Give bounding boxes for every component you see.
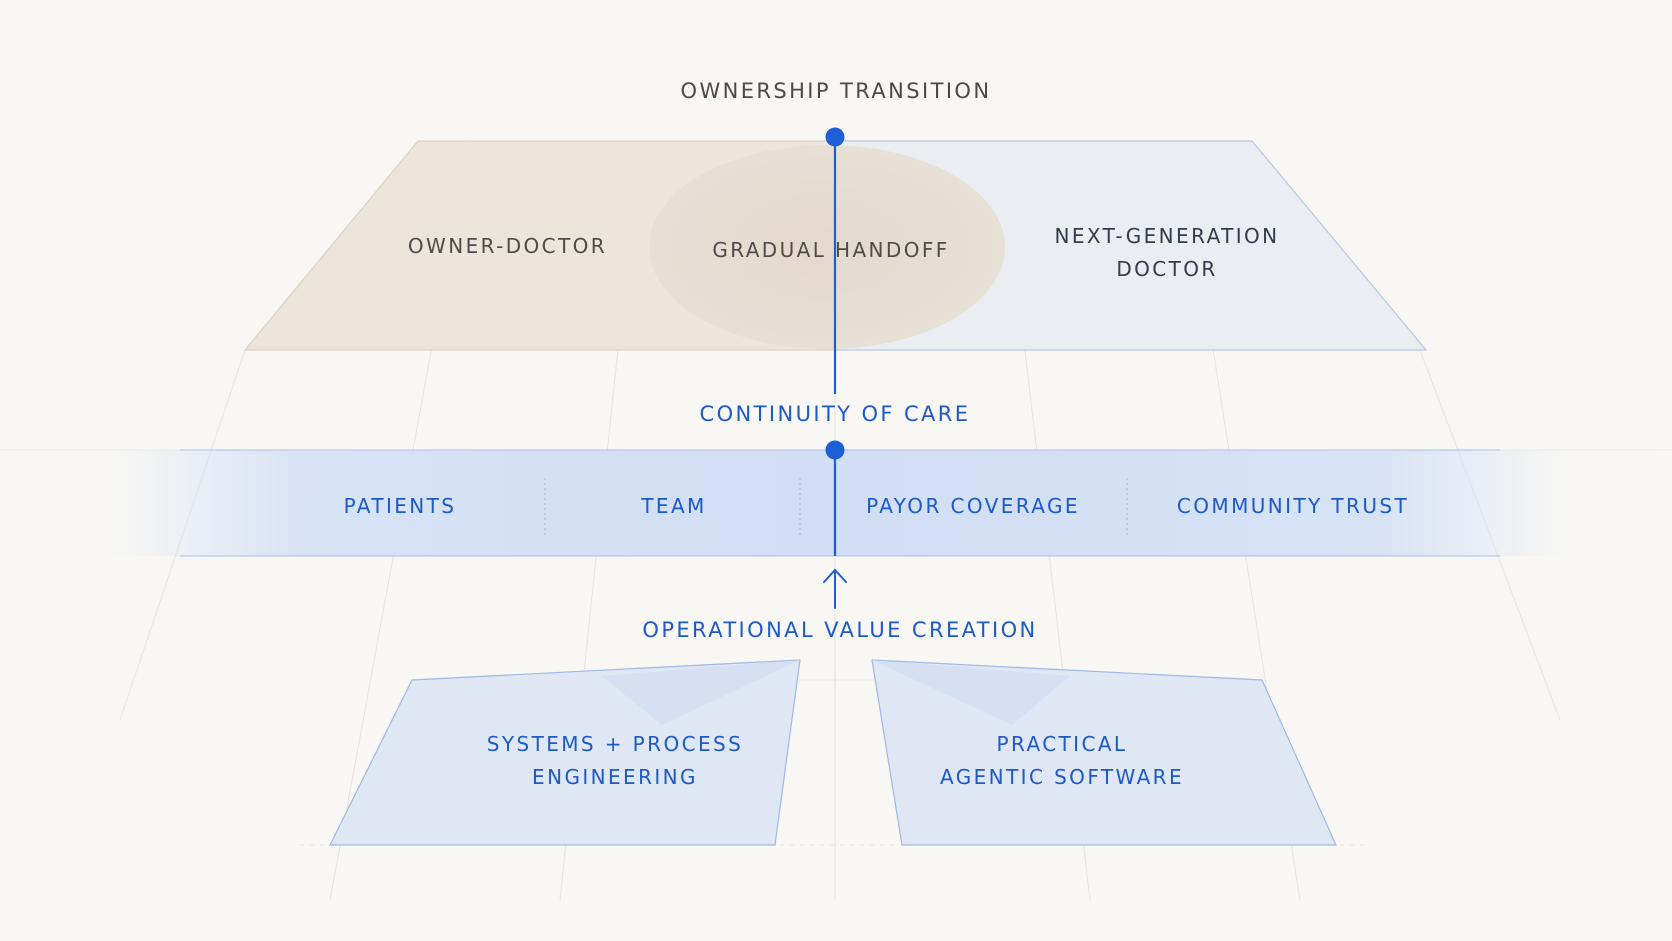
engineering-text: ENGINEERING <box>532 765 698 789</box>
systems-process-text: SYSTEMS + PROCESS <box>486 732 744 756</box>
owner-doctor-text: OWNER-DOCTOR <box>407 234 608 258</box>
ownership-plane <box>243 140 1428 351</box>
next-generation-text: NEXT-GENERATION <box>1054 224 1280 248</box>
ownership-transition-title: OWNERSHIP TRANSITION <box>636 75 1036 108</box>
operational-planes <box>329 659 1337 846</box>
continuity-band <box>110 449 1570 557</box>
systems-process-engineering-label: SYSTEMS + PROCESS ENGINEERING <box>460 728 770 794</box>
next-generation-doctor-label: NEXT-GENERATION DOCTOR <box>1030 220 1304 286</box>
doctor-text: DOCTOR <box>1116 257 1218 281</box>
continuity-of-care-title: CONTINUITY OF CARE <box>660 398 1010 431</box>
patients-text: PATIENTS <box>343 494 457 518</box>
continuity-item-patients: PATIENTS <box>310 490 490 523</box>
operational-value-creation-title: OPERATIONAL VALUE CREATION <box>615 614 1065 647</box>
gradual-handoff-ellipse <box>649 145 1005 349</box>
agentic-software-text: AGENTIC SOFTWARE <box>940 765 1184 789</box>
team-text: TEAM <box>641 494 707 518</box>
payor-coverage-text: PAYOR COVERAGE <box>866 494 1080 518</box>
central-connector <box>823 127 847 609</box>
continuity-node <box>825 440 845 460</box>
community-trust-text: COMMUNITY TRUST <box>1176 494 1410 518</box>
ownership-title-text: OWNERSHIP TRANSITION <box>680 79 992 103</box>
operational-title-text: OPERATIONAL VALUE CREATION <box>642 618 1038 642</box>
top-node <box>825 127 845 147</box>
continuity-title-text: CONTINUITY OF CARE <box>699 402 971 426</box>
gradual-handoff-label: GRADUAL HANDOFF <box>700 234 962 267</box>
owner-doctor-label: OWNER-DOCTOR <box>380 230 635 263</box>
continuity-item-payor-coverage: PAYOR COVERAGE <box>845 490 1101 523</box>
systems-process-fold <box>602 660 800 725</box>
continuity-item-team: TEAM <box>600 490 748 523</box>
agentic-software-fold <box>872 660 1070 725</box>
gradual-handoff-text: GRADUAL HANDOFF <box>712 238 950 262</box>
continuity-item-community-trust: COMMUNITY TRUST <box>1160 490 1426 523</box>
practical-text: PRACTICAL <box>996 732 1128 756</box>
up-arrow-icon <box>823 568 847 609</box>
practical-agentic-software-label: PRACTICAL AGENTIC SOFTWARE <box>912 728 1212 794</box>
